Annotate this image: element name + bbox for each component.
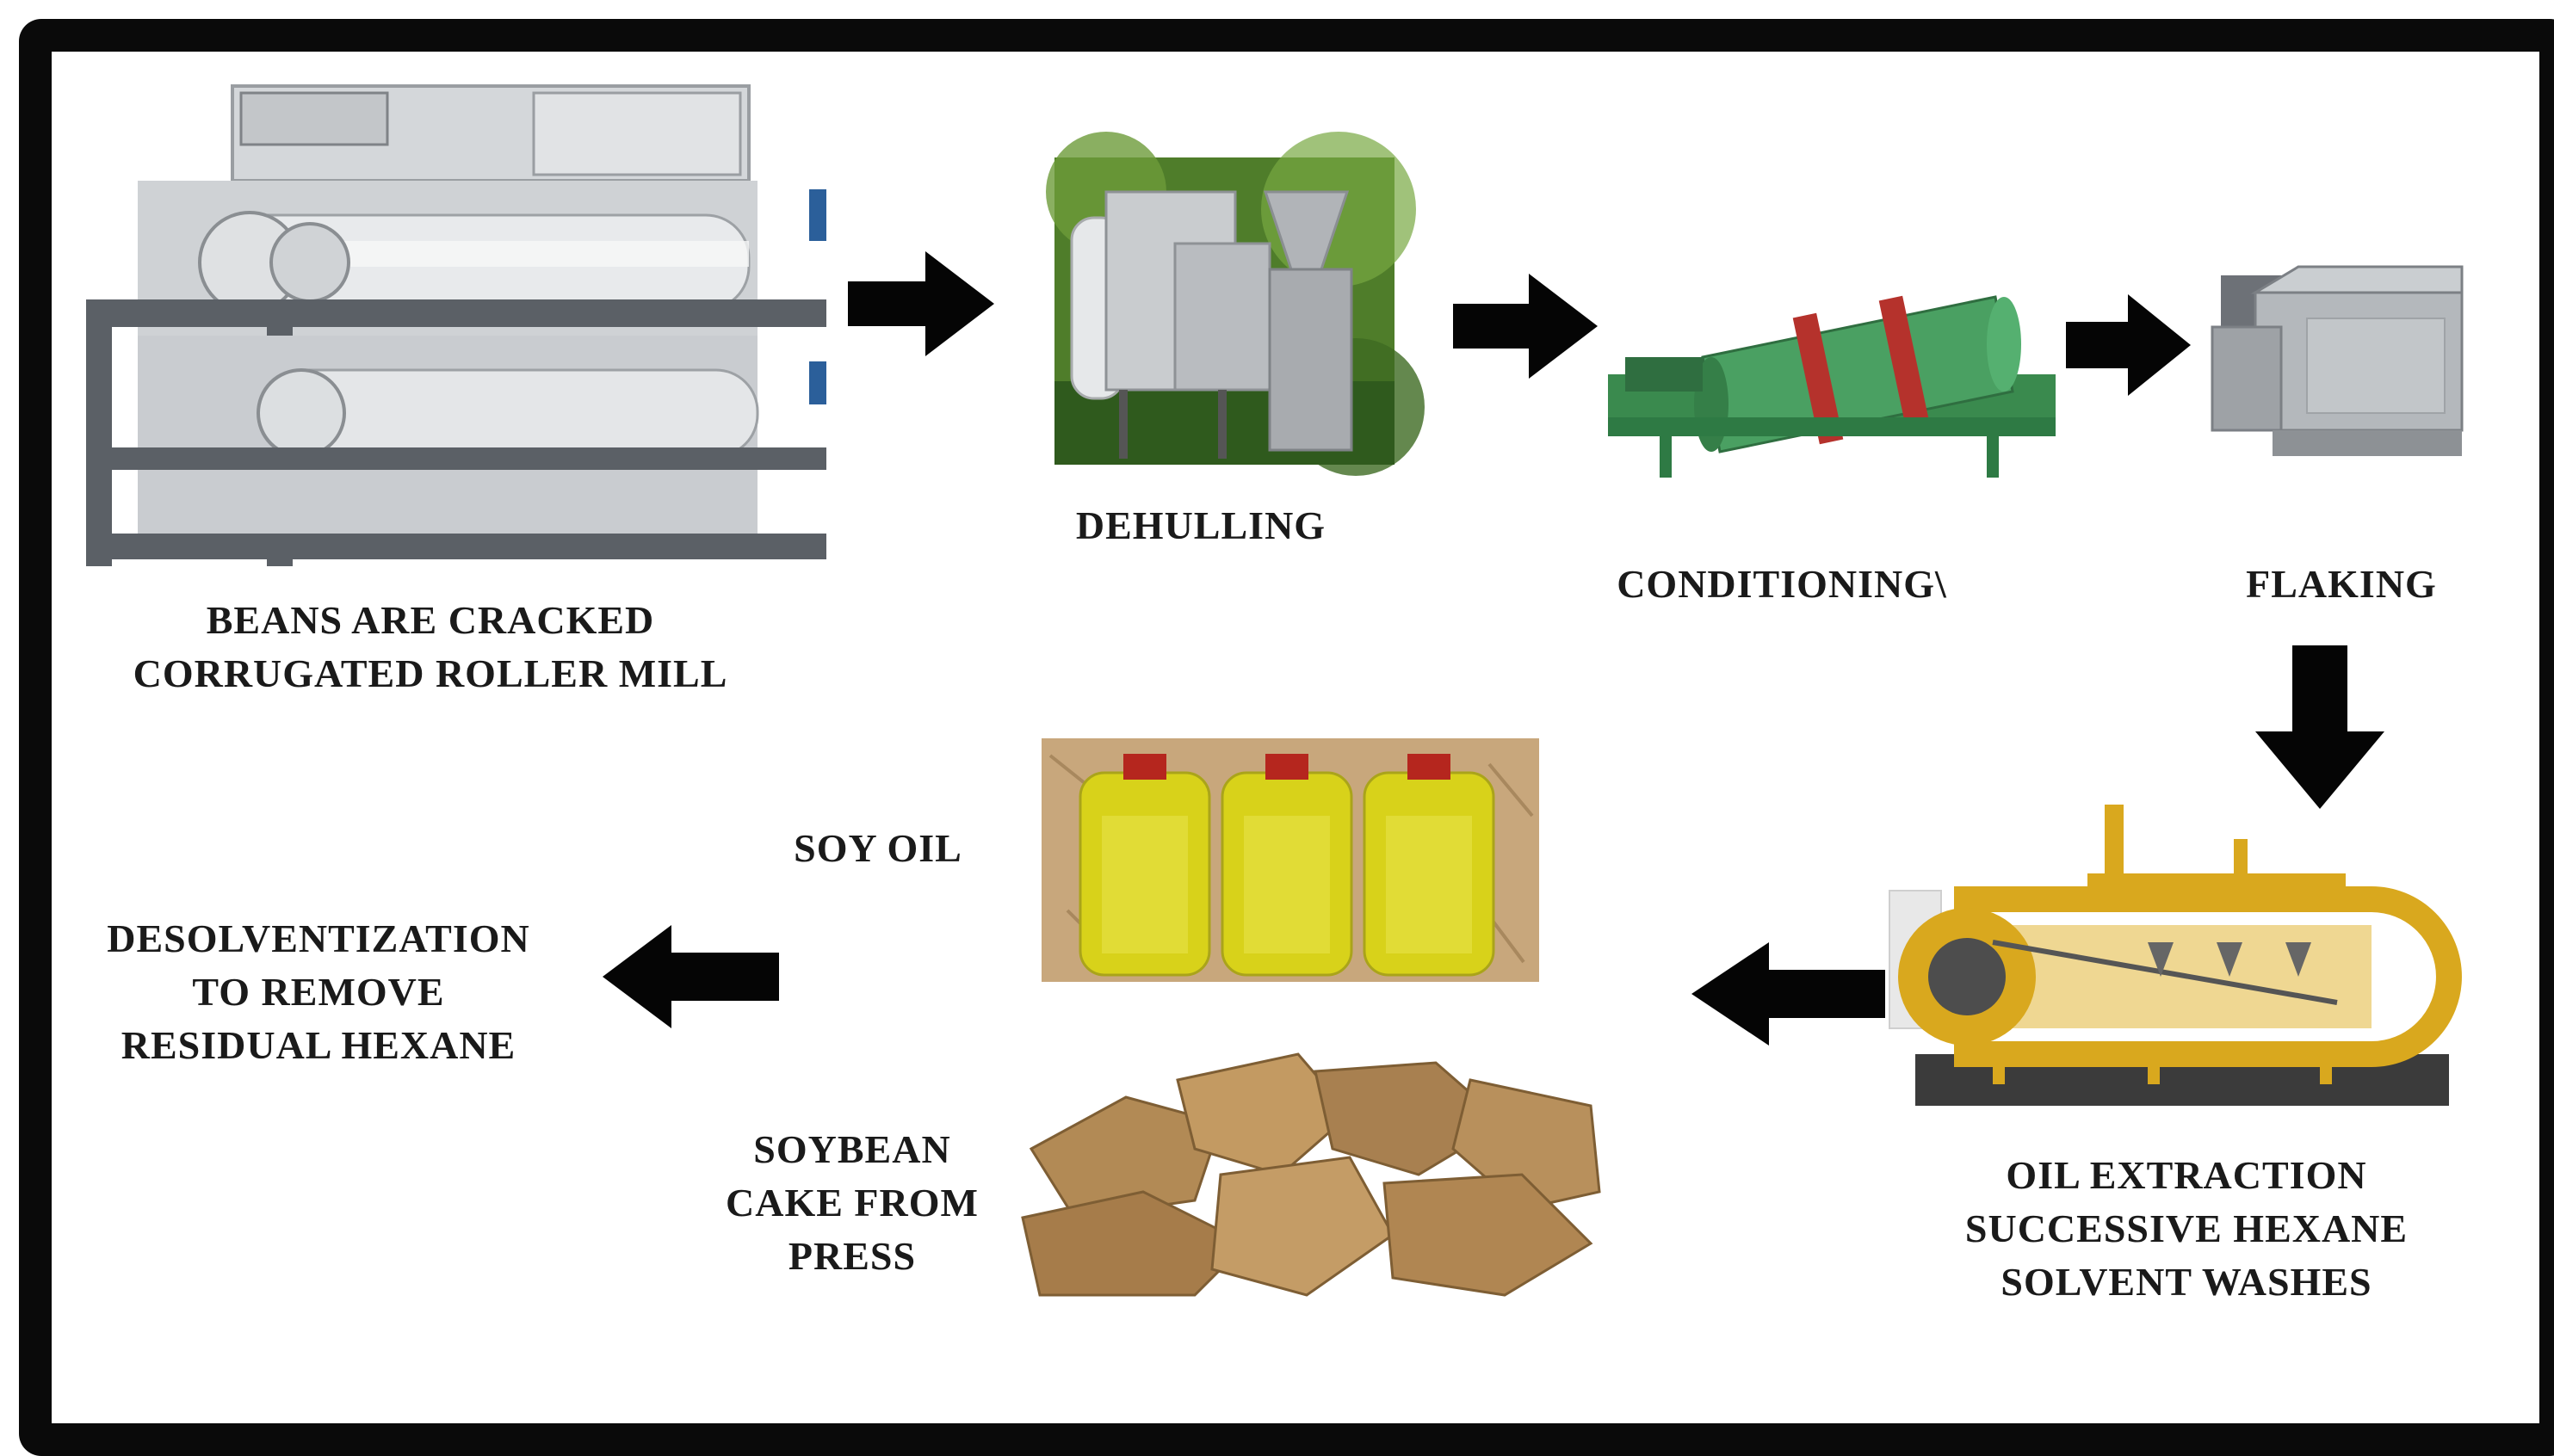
desolventization-line1: DESOLVENTIZATION (107, 916, 530, 960)
extraction-line1: OIL EXTRACTION (2006, 1153, 2367, 1197)
soy-oil-label: SOY OIL (766, 822, 990, 875)
arrow-right-icon (848, 251, 994, 356)
extraction-line2: SUCCESSIVE HEXANE (1964, 1206, 2409, 1250)
dehulling-text: DEHULLING (1075, 503, 1326, 547)
flaking-text: FLAKING (2246, 562, 2437, 606)
extraction-label: OIL EXTRACTION SUCCESSIVE HEXANE SOLVENT… (1894, 1149, 2479, 1309)
cracking-line1: BEANS ARE CRACKED (206, 598, 655, 642)
extractor-image (1889, 805, 2462, 1106)
conditioning-text: CONDITIONING\ (1617, 562, 1947, 606)
dehuller-image (1046, 132, 1425, 476)
soybean-cake-line2: CAKE FROM (726, 1181, 979, 1225)
dehulling-label: DEHULLING (1020, 499, 1382, 552)
desolventization-label: DESOLVENTIZATION TO REMOVE RESIDUAL HEXA… (60, 912, 577, 1072)
roller-mill-image (86, 84, 826, 566)
soybean-cake-image (1021, 1046, 1608, 1299)
soy-oil-text: SOY OIL (794, 826, 962, 870)
soy-oil-bottles-image (1042, 738, 1539, 982)
arrow-right-icon (1453, 274, 1598, 379)
cracking-label: BEANS ARE CRACKED CORRUGATED ROLLER MILL (86, 594, 775, 700)
conditioner-image (1608, 295, 2056, 478)
conditioning-label: CONDITIONING\ (1584, 558, 1980, 611)
cracking-line2: CORRUGATED ROLLER MILL (133, 651, 728, 695)
arrow-right-icon (2066, 294, 2191, 396)
arrow-left-icon (603, 925, 779, 1028)
arrow-down-icon (2255, 645, 2384, 809)
arrow-left-icon (1691, 942, 1885, 1046)
soybean-cake-label: SOYBEAN CAKE FROM PRESS (689, 1123, 1016, 1283)
soybean-cake-line3: PRESS (788, 1234, 917, 1278)
flaking-label: FLAKING (2204, 558, 2479, 611)
desolventization-line3: RESIDUAL HEXANE (121, 1023, 516, 1067)
extraction-line3: SOLVENT WASHES (2001, 1260, 2372, 1304)
soybean-cake-line1: SOYBEAN (753, 1127, 951, 1171)
flaker-image (2211, 265, 2464, 456)
desolventization-line2: TO REMOVE (192, 970, 445, 1014)
